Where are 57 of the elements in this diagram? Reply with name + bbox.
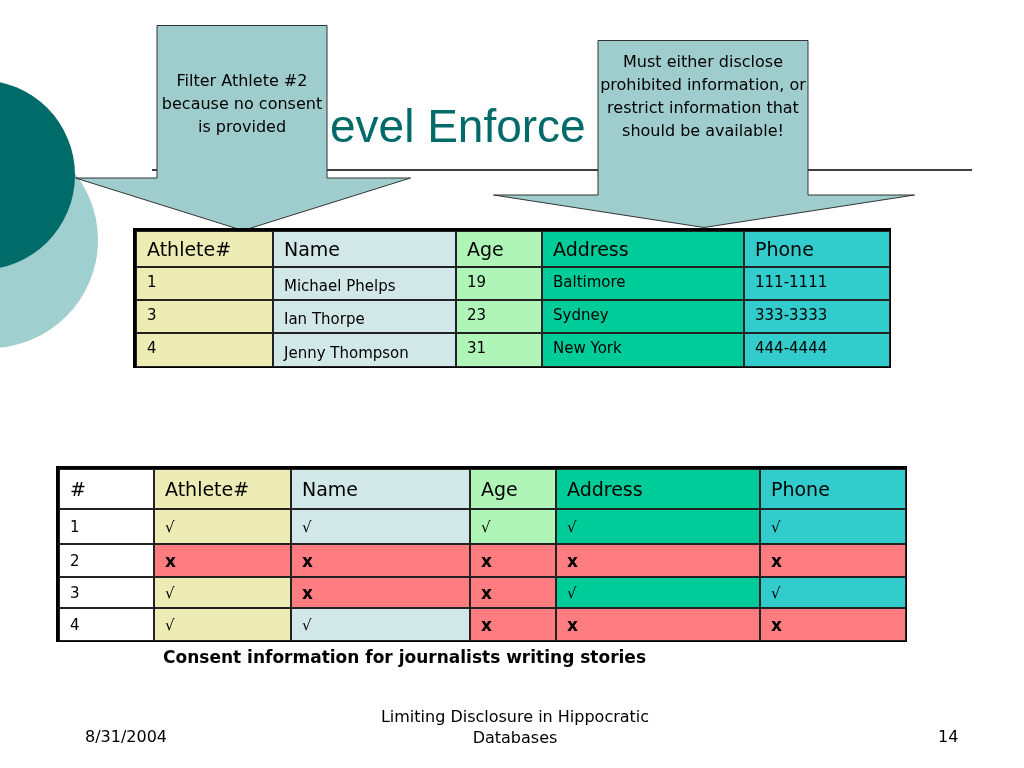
- callout-text: Filter Athlete #2 because no consent is provided: [160, 70, 324, 138]
- table-cell: x: [154, 544, 291, 577]
- table-cell: √: [556, 577, 760, 608]
- table-cell: Sydney: [542, 300, 744, 333]
- table-cell: 19: [456, 267, 542, 300]
- table-cell: 1: [59, 509, 154, 544]
- table-cell: x: [291, 544, 470, 577]
- column-header: Name: [273, 231, 456, 267]
- column-header: Athlete#: [154, 469, 291, 509]
- footer-date: 8/31/2004: [85, 727, 168, 746]
- table-cell: Baltimore: [542, 267, 744, 300]
- footer-title: Limiting Disclosure in Hippocratic Databases: [379, 706, 651, 748]
- table-cell: x: [470, 577, 556, 608]
- table-cell: 4: [59, 608, 154, 641]
- table-cell: √: [154, 509, 291, 544]
- column-header: Age: [456, 231, 542, 267]
- table-cell: √: [760, 509, 906, 544]
- table-cell: x: [556, 544, 760, 577]
- table-cell: 1: [136, 267, 273, 300]
- table-cell: x: [760, 608, 906, 641]
- table-cell: x: [556, 608, 760, 641]
- table-cell: x: [470, 544, 556, 577]
- table-cell: Jenny Thompson: [273, 333, 456, 367]
- table-cell: 111-1111: [744, 267, 890, 300]
- column-header: Address: [556, 469, 760, 509]
- table-cell: 2: [59, 544, 154, 577]
- table-cell: x: [291, 577, 470, 608]
- column-header: Phone: [760, 469, 906, 509]
- table-cell: 31: [456, 333, 542, 367]
- table-cell: Ian Thorpe: [273, 300, 456, 333]
- callout-text: Must either disclose prohibited information, or restrict information that should be available!: [600, 51, 806, 142]
- table-cell: √: [760, 577, 906, 608]
- table-cell: √: [556, 509, 760, 544]
- slide-number: 14: [938, 727, 959, 746]
- table-cell: New York: [542, 333, 744, 367]
- column-header: Age: [470, 469, 556, 509]
- table-caption: Consent information for journalists writing stories: [163, 647, 646, 667]
- slide-title: evel Enforce: [330, 99, 586, 154]
- column-header: Name: [291, 469, 470, 509]
- table-cell: √: [154, 608, 291, 641]
- table-cell: 333-3333: [744, 300, 890, 333]
- table-cell: 23: [456, 300, 542, 333]
- table-cell: √: [291, 608, 470, 641]
- table-cell: x: [760, 544, 906, 577]
- table-cell: x: [470, 608, 556, 641]
- table-cell: 3: [136, 300, 273, 333]
- table-cell: √: [291, 509, 470, 544]
- table-cell: Michael Phelps: [273, 267, 456, 300]
- column-header: Phone: [744, 231, 890, 267]
- column-header: #: [59, 469, 154, 509]
- column-header: Address: [542, 231, 744, 267]
- column-header: Athlete#: [136, 231, 273, 267]
- table-cell: 4: [136, 333, 273, 367]
- table-cell: 3: [59, 577, 154, 608]
- table-cell: √: [470, 509, 556, 544]
- table-cell: 444-4444: [744, 333, 890, 367]
- table-cell: √: [154, 577, 291, 608]
